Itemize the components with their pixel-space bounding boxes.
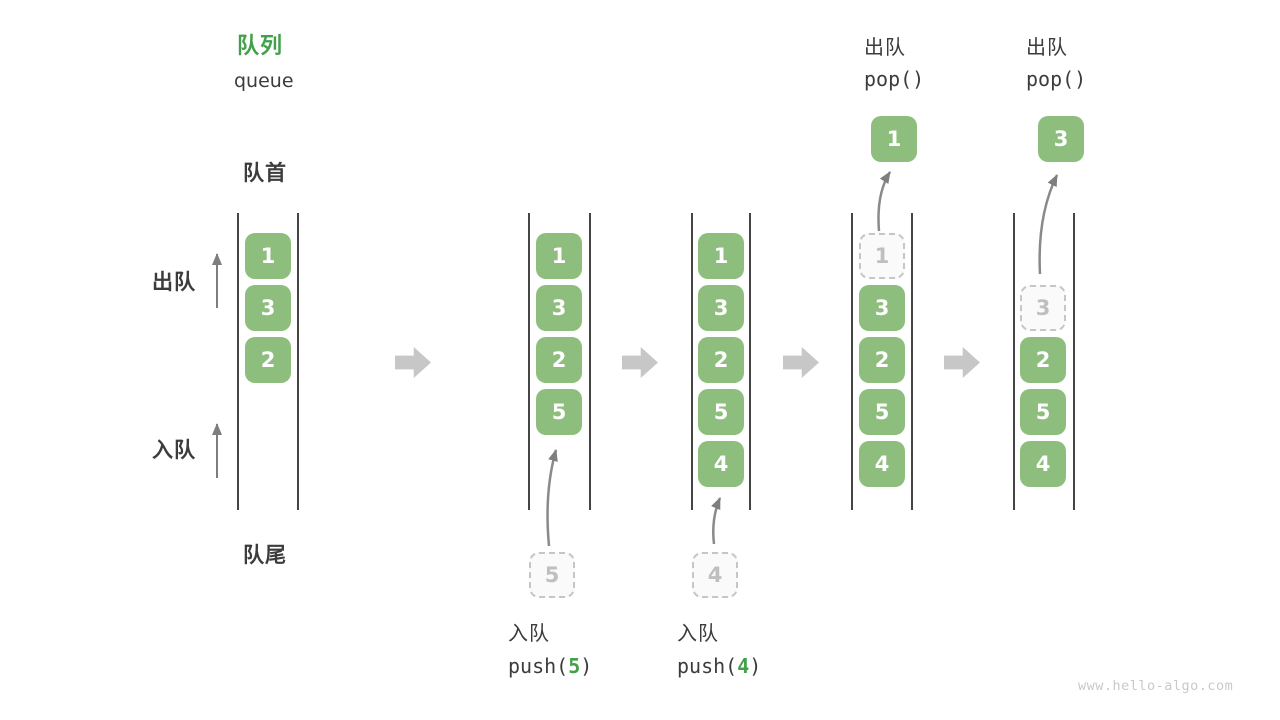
label-enqueue-side: 入队 (152, 438, 196, 462)
label-queue-front: 队首 (243, 161, 287, 185)
queue3-item: 3 (698, 285, 744, 331)
queue4-right-wall (911, 213, 913, 510)
queue2-left-wall (528, 213, 530, 510)
code-close: ) (749, 654, 762, 678)
op-pop1-label: 出队 (864, 35, 906, 59)
pending-item-5: 5 (529, 552, 575, 598)
queue1-right-wall (297, 213, 299, 510)
pop2-arrow-icon (1038, 174, 1059, 275)
label-dequeue-side: 出队 (152, 270, 196, 294)
op-push4-code: push(4) (677, 654, 761, 678)
queue4-item: 2 (859, 337, 905, 383)
queue3-item: 2 (698, 337, 744, 383)
code-close: ) (580, 654, 593, 678)
op-push4-label: 入队 (677, 621, 719, 645)
popped-item-1: 1 (871, 116, 917, 162)
op-push4-caption: 入队 push(4) (677, 617, 761, 678)
op-push5-label: 入队 (508, 621, 550, 645)
queue4-item: 4 (859, 441, 905, 487)
queue2-item: 3 (536, 285, 582, 331)
op-pop2-code: pop() (1026, 67, 1087, 91)
transition-arrow-icon (395, 347, 431, 378)
queue5-left-wall (1013, 213, 1015, 510)
queue5-item-removed: 3 (1020, 285, 1066, 331)
op-push5-caption: 入队 push(5) (508, 617, 592, 678)
pop1-arrow-icon (877, 171, 892, 232)
code-arg: 4 (737, 654, 750, 678)
queue4-item-removed: 1 (859, 233, 905, 279)
queue2-item: 2 (536, 337, 582, 383)
queue5-item: 2 (1020, 337, 1066, 383)
op-pop2-caption: 出队 pop() (1026, 31, 1086, 91)
queue3-item: 5 (698, 389, 744, 435)
queue3-item: 1 (698, 233, 744, 279)
popped-item-3: 3 (1038, 116, 1084, 162)
watermark: www.hello-algo.com (1078, 678, 1234, 694)
queue2-right-wall (589, 213, 591, 510)
queue4-left-wall (851, 213, 853, 510)
queue5-item: 5 (1020, 389, 1066, 435)
queue1-item: 3 (245, 285, 291, 331)
queue3-right-wall (749, 213, 751, 510)
diagram-title-zh: 队列 (237, 34, 284, 59)
op-pop1-code: pop() (864, 67, 925, 91)
queue4-item: 5 (859, 389, 905, 435)
op-pop1-caption: 出队 pop() (864, 31, 924, 91)
push5-arrow-icon (546, 449, 558, 547)
queue1-item: 1 (245, 233, 291, 279)
queue3-item: 4 (698, 441, 744, 487)
code-fn: push( (677, 654, 738, 678)
label-queue-rear: 队尾 (243, 543, 287, 567)
transition-arrow-icon (944, 347, 980, 378)
op-pop2-label: 出队 (1026, 35, 1068, 59)
transition-arrow-icon (622, 347, 658, 378)
diagram-title-en: queue (234, 70, 294, 92)
op-push5-code: push(5) (508, 654, 592, 678)
queue1-left-wall (237, 213, 239, 510)
push4-arrow-icon (711, 497, 722, 545)
code-arg: 5 (568, 654, 581, 678)
pending-item-4: 4 (692, 552, 738, 598)
queue5-item: 4 (1020, 441, 1066, 487)
queue1-item: 2 (245, 337, 291, 383)
queue4-item: 3 (859, 285, 905, 331)
queue2-item: 1 (536, 233, 582, 279)
transition-arrow-icon (783, 347, 819, 378)
queue5-right-wall (1073, 213, 1075, 510)
queue3-left-wall (691, 213, 693, 510)
code-fn: push( (508, 654, 569, 678)
queue2-item: 5 (536, 389, 582, 435)
